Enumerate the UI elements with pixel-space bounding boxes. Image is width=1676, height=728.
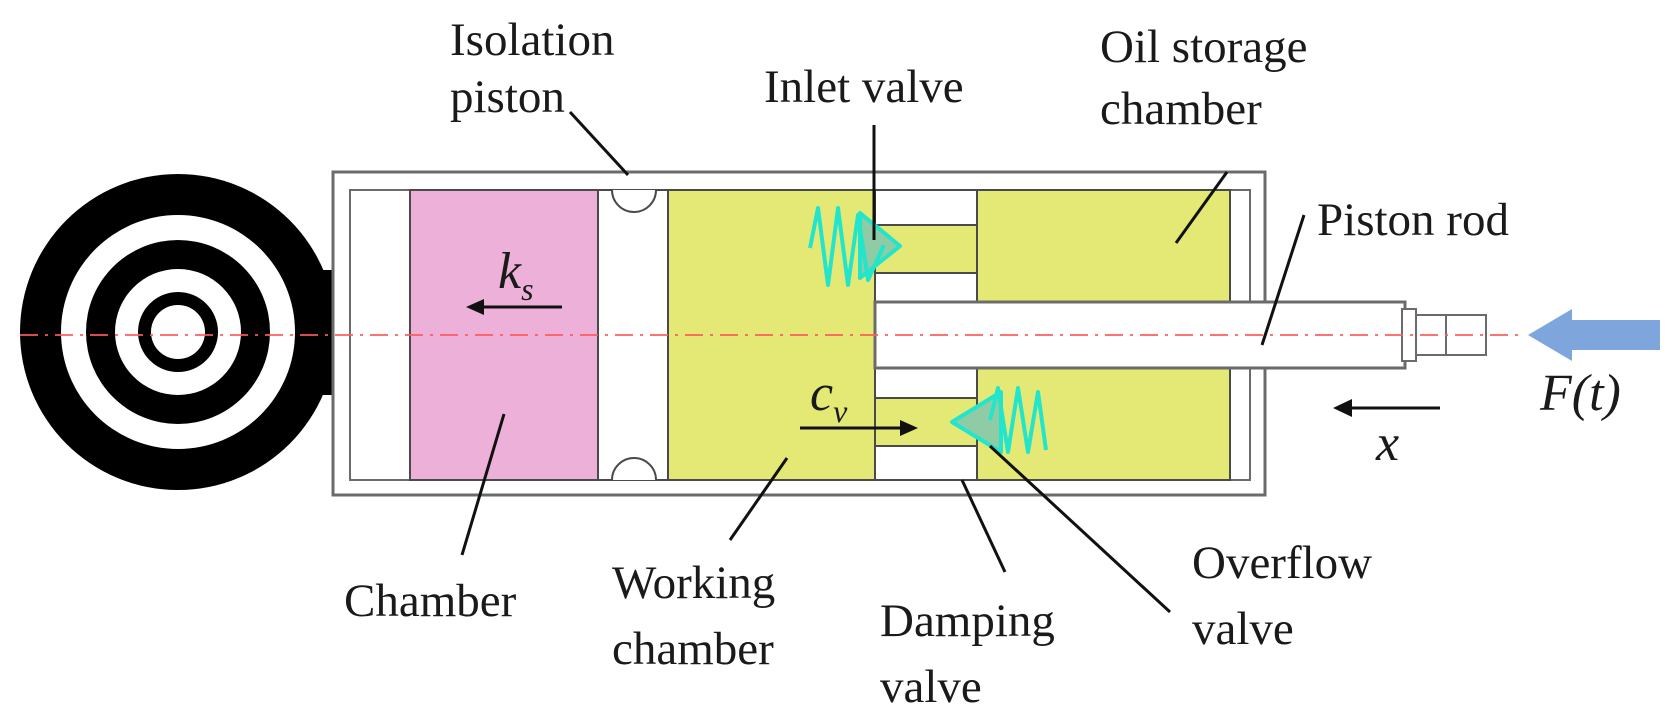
gas-chamber (409, 189, 599, 481)
leader-overflow-valve (988, 444, 1172, 614)
ks-arrow-head (466, 299, 484, 315)
symbol-ks-base: k (498, 243, 522, 300)
label-chamber: Chamber (344, 575, 517, 627)
label-oil-storage-2: chamber (1100, 83, 1262, 135)
label-working-chamber-1: Working (612, 557, 775, 609)
inlet-valve-body (858, 211, 902, 280)
label-overflow-valve-2: valve (1192, 603, 1294, 655)
inlet-valve-spring (808, 206, 886, 287)
symbol-ks-sub: s (521, 271, 533, 307)
overflow-valve-body (950, 390, 1003, 454)
isolation-piston-seal-bottom (611, 457, 657, 481)
symbol-x: x (1375, 415, 1399, 472)
cv-arrow-head (900, 420, 918, 436)
leader-damping-valve (960, 479, 1007, 573)
label-inlet-valve: Inlet valve (764, 61, 964, 113)
leader-chamber (460, 413, 506, 556)
label-overflow-valve-1: Overflow (1192, 537, 1372, 589)
symbol-cv: cv (810, 365, 848, 429)
leader-piston-rod (1260, 214, 1306, 346)
symbol-cv-sub: v (833, 393, 848, 429)
symbol-cv-base: c (810, 365, 833, 422)
leader-isolation-piston (568, 110, 630, 177)
label-oil-storage-1: Oil storage (1100, 21, 1308, 73)
label-working-chamber-2: chamber (612, 623, 774, 675)
symbol-force: F(t) (1539, 365, 1621, 422)
symbol-ks: ks (498, 243, 534, 307)
rod-shoulder (1401, 308, 1417, 362)
force-arrow (1528, 309, 1660, 361)
leader-working-chamber (728, 457, 789, 541)
label-damping-valve-1: Damping (880, 595, 1055, 647)
mount-eye-bore (151, 305, 205, 359)
isolation-piston-seal-top (611, 189, 657, 213)
label-piston-rod: Piston rod (1317, 194, 1509, 246)
label-damping-valve-2: valve (880, 661, 982, 713)
eye-mount (20, 174, 340, 490)
label-isolation-piston-1: Isolation (450, 14, 614, 66)
x-arrow-head (1333, 399, 1352, 417)
label-isolation-piston-2: piston (450, 71, 565, 123)
overflow-valve-spring (988, 386, 1048, 454)
leader-oil-storage (1174, 171, 1229, 244)
